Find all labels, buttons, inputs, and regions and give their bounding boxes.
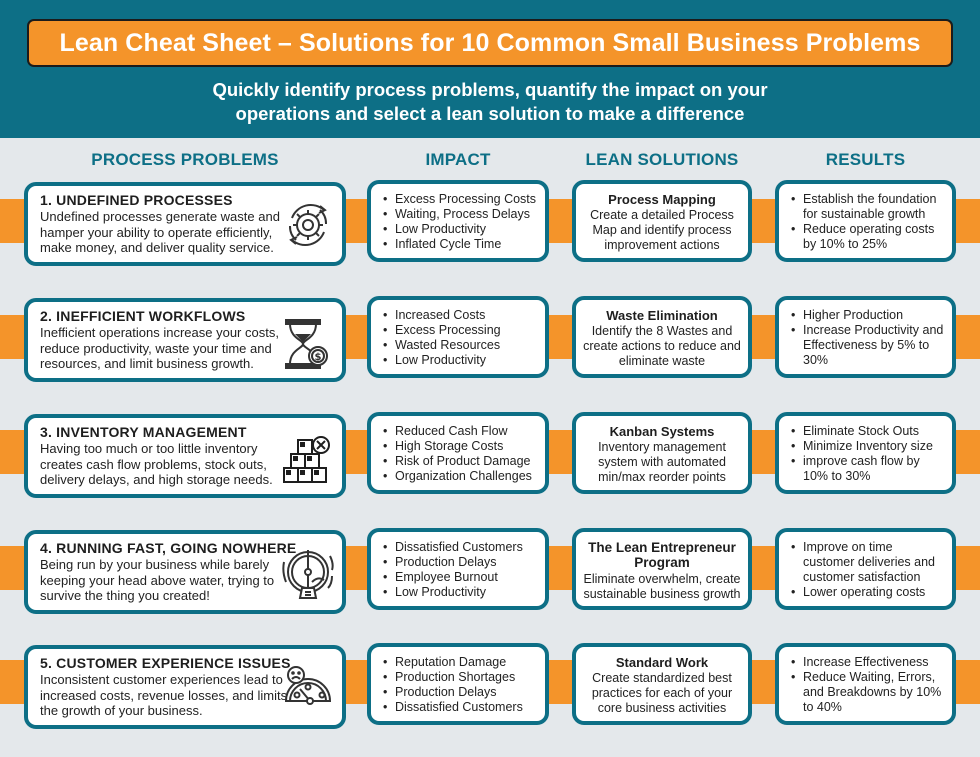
solution-description: Eliminate overwhelm, create sustainable … — [583, 572, 741, 601]
problem-title: 5. CUSTOMER EXPERIENCE ISSUES — [40, 655, 291, 671]
sad-gauge-icon — [282, 659, 334, 717]
solution-card: The Lean Entrepreneur Program Eliminate … — [572, 528, 752, 610]
results-card: Higher Production Increase Productivity … — [775, 296, 956, 378]
result-item: Reduce Waiting, Errors, and Breakdowns b… — [789, 670, 946, 715]
problem-title: 2. INEFFICIENT WORKFLOWS — [40, 308, 246, 324]
impact-item: Wasted Resources — [381, 338, 539, 353]
column-heading-solutions: LEAN SOLUTIONS — [585, 150, 739, 169]
result-item: Reduce operating costs by 10% to 25% — [789, 222, 946, 252]
impact-card: Reputation Damage Production Shortages P… — [367, 643, 549, 725]
impact-item: Organization Challenges — [381, 469, 539, 484]
solution-title: Waste Elimination — [606, 308, 718, 323]
impact-item: Risk of Product Damage — [381, 454, 539, 469]
solution-card: Process Mapping Create a detailed Proces… — [572, 180, 752, 262]
impact-item: Excess Processing Costs — [381, 192, 539, 207]
results-card: Improve on time customer deliveries and … — [775, 528, 956, 610]
impact-item: High Storage Costs — [381, 439, 539, 454]
problem-description: Undefined processes generate waste and h… — [40, 209, 280, 255]
impact-card: Excess Processing Costs Waiting, Process… — [367, 180, 549, 262]
impact-item: Increased Costs — [381, 308, 539, 323]
impact-item: Dissatisfied Customers — [381, 540, 539, 555]
header-banner: Lean Cheat Sheet – Solutions for 10 Comm… — [0, 0, 980, 138]
hourglass-dollar-icon: $ — [282, 312, 334, 370]
problem-description: Having too much or too little inventory … — [40, 441, 273, 487]
column-heading-results: RESULTS — [825, 150, 906, 169]
boxes-x-icon — [282, 428, 334, 486]
problem-title: 1. UNDEFINED PROCESSES — [40, 192, 233, 208]
hamster-wheel-icon — [282, 544, 334, 602]
impact-item: Low Productivity — [381, 353, 539, 368]
impact-item: Dissatisfied Customers — [381, 700, 539, 715]
impact-item: Low Productivity — [381, 222, 539, 237]
result-item: Improve on time customer deliveries and … — [789, 540, 946, 585]
result-item: Minimize Inventory size — [789, 439, 946, 454]
solution-title: Standard Work — [615, 655, 709, 670]
subtitle: Quickly identify process problems, quant… — [0, 78, 980, 126]
impact-item: Excess Processing — [381, 323, 539, 338]
subtitle-line-1: Quickly identify process problems, quant… — [212, 79, 768, 100]
impact-card: Reduced Cash Flow High Storage Costs Ris… — [367, 412, 549, 494]
gear-cycle-icon — [282, 196, 334, 254]
solution-card: Standard Work Create standardized best p… — [572, 643, 752, 725]
impact-item: Production Delays — [381, 685, 539, 700]
impact-item: Low Productivity — [381, 585, 539, 600]
result-item: Eliminate Stock Outs — [789, 424, 946, 439]
problem-card: 3. INVENTORY MANAGEMENT Having too much … — [24, 414, 346, 498]
solution-title: The Lean Entrepreneur Program — [588, 540, 736, 570]
svg-text:$: $ — [315, 352, 322, 363]
column-heading-impact: IMPACT — [425, 150, 491, 169]
impact-item: Employee Burnout — [381, 570, 539, 585]
title-box: Lean Cheat Sheet – Solutions for 10 Comm… — [27, 19, 953, 67]
problem-card: 5. CUSTOMER EXPERIENCE ISSUES Inconsiste… — [24, 645, 346, 729]
problem-card: 4. RUNNING FAST, GOING NOWHERE Being run… — [24, 530, 346, 614]
subtitle-line-2: operations and select a lean solution to… — [235, 103, 745, 124]
solution-description: Create standardized best practices for e… — [591, 671, 733, 715]
result-item: Increase Productivity and Effectiveness … — [789, 323, 946, 368]
impact-item: Reputation Damage — [381, 655, 539, 670]
solution-title: Process Mapping — [608, 192, 716, 207]
column-heading-problems: PROCESS PROBLEMS — [91, 150, 279, 169]
problem-card: 1. UNDEFINED PROCESSES Undefined process… — [24, 182, 346, 266]
results-card: Establish the foundation for sustainable… — [775, 180, 956, 262]
result-item: Establish the foundation for sustainable… — [789, 192, 946, 222]
problem-description: Being run by your business while barely … — [40, 557, 275, 603]
impact-card: Increased Costs Excess Processing Wasted… — [367, 296, 549, 378]
impact-card: Dissatisfied Customers Production Delays… — [367, 528, 549, 610]
problem-description: Inconsistent customer experiences lead t… — [40, 672, 288, 718]
impact-item: Waiting, Process Delays — [381, 207, 539, 222]
results-card: Increase Effectiveness Reduce Waiting, E… — [775, 643, 956, 725]
impact-item: Inflated Cycle Time — [381, 237, 539, 252]
impact-item: Reduced Cash Flow — [381, 424, 539, 439]
result-item: Lower operating costs — [789, 585, 946, 600]
result-item: improve cash flow by 10% to 30% — [789, 454, 946, 484]
problem-title: 3. INVENTORY MANAGEMENT — [40, 424, 247, 440]
impact-item: Production Delays — [381, 555, 539, 570]
results-card: Eliminate Stock Outs Minimize Inventory … — [775, 412, 956, 494]
solution-title: Kanban Systems — [609, 424, 715, 439]
result-item: Increase Effectiveness — [789, 655, 946, 670]
solution-description: Identify the 8 Wastes and create actions… — [583, 324, 741, 368]
problem-description: Inefficient operations increase your cos… — [40, 325, 279, 371]
result-item: Higher Production — [789, 308, 946, 323]
solution-card: Kanban Systems Inventory management syst… — [572, 412, 752, 494]
problem-title: 4. RUNNING FAST, GOING NOWHERE — [40, 540, 297, 556]
page-title: Lean Cheat Sheet – Solutions for 10 Comm… — [59, 28, 921, 57]
impact-item: Production Shortages — [381, 670, 539, 685]
solution-card: Waste Elimination Identify the 8 Wastes … — [572, 296, 752, 378]
problem-card: 2. INEFFICIENT WORKFLOWS Inefficient ope… — [24, 298, 346, 382]
solution-description: Inventory management system with automat… — [598, 440, 726, 484]
solution-description: Create a detailed Process Map and identi… — [590, 208, 734, 252]
